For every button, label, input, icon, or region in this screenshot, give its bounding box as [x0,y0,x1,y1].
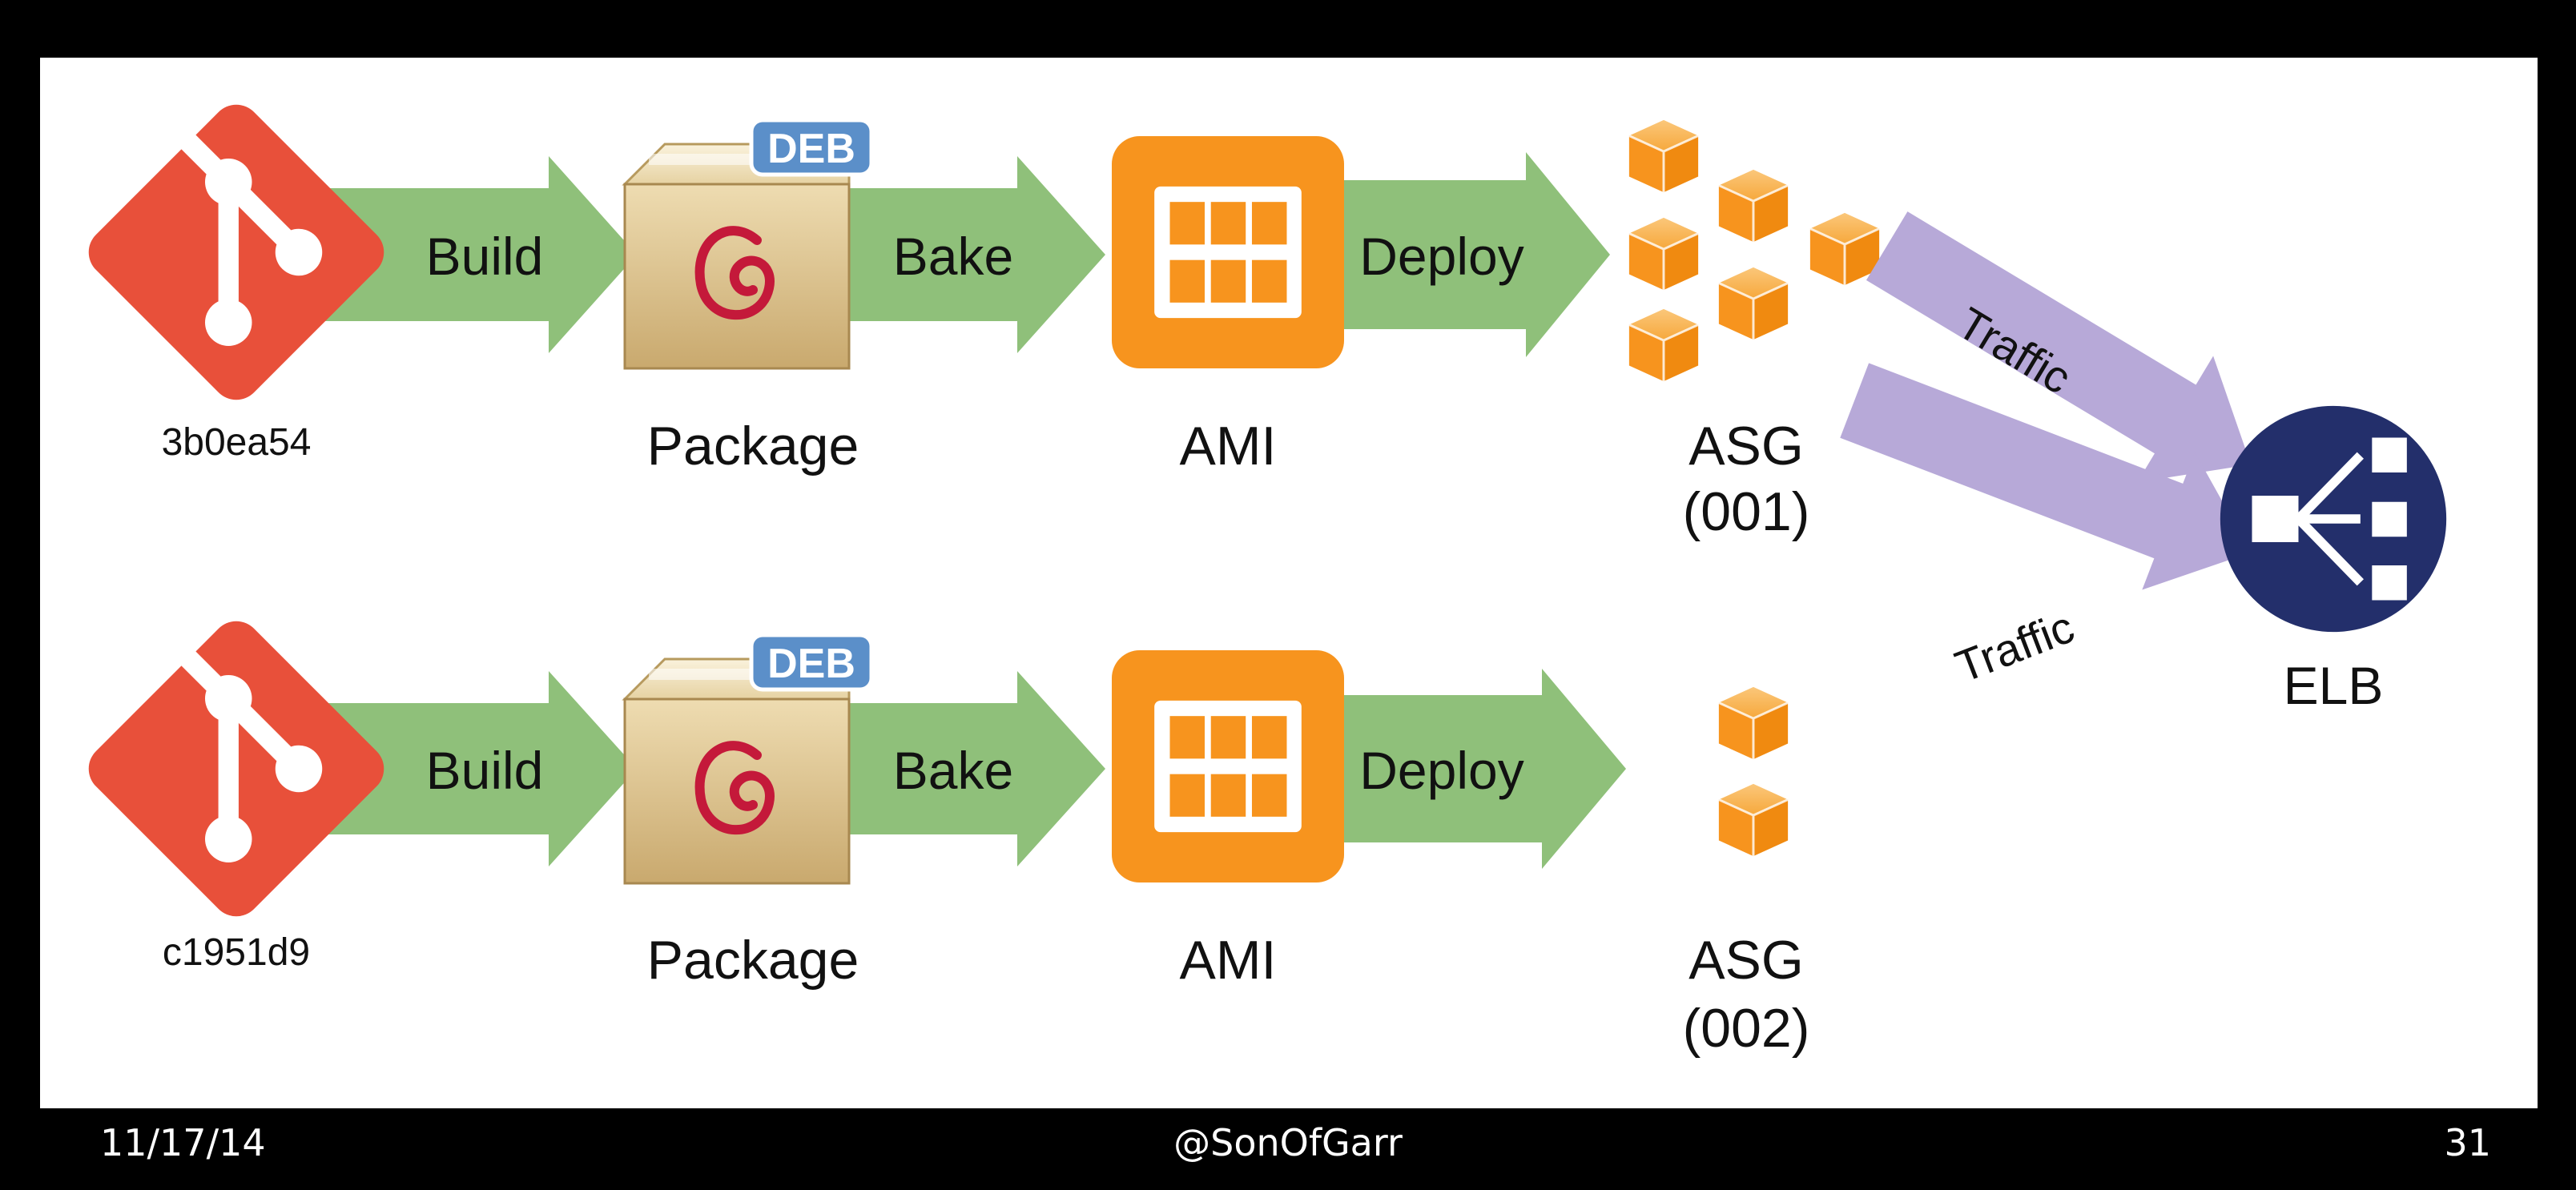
instance-cube-icon [1628,308,1700,383]
instance-cube-icon [1717,685,1789,761]
ami-icon [1112,136,1344,368]
deploy-arrow [1338,152,1610,357]
pipeline-row-1 [78,94,1881,410]
deploy-label: Deploy [1359,227,1524,286]
package-label: Package [646,930,859,991]
traffic-arrow-to-001 [1866,211,2251,483]
build-label: Build [425,227,544,286]
deb-badge [749,118,874,177]
instance-cube-icon [1628,119,1700,194]
ami-label: AMI [1179,930,1277,991]
ami-icon [1112,650,1344,882]
asg-label: ASG [1688,930,1804,991]
build-label: Build [425,741,544,800]
footer-page-number: 31 [2444,1121,2491,1164]
deb-badge-label: DEB [767,126,855,172]
asg-id: (001) [1682,481,1810,542]
bake-label: Bake [892,741,1014,800]
deploy-arrow [1338,669,1626,869]
asg-id: (002) [1682,998,1810,1059]
ami-label: AMI [1179,416,1277,476]
bake-arrow [845,671,1105,866]
asg-001-instances [1628,119,1881,383]
pipeline-row-2 [78,611,1789,927]
package-box-icon [625,118,874,368]
footer-date: 11/17/14 [100,1121,266,1164]
commit-hash: 3b0ea54 [161,421,312,464]
deb-badge [749,633,874,692]
instance-cube-icon [1628,216,1700,291]
elb-label: ELB [2283,656,2384,715]
deb-badge-label: DEB [767,641,855,687]
git-icon [78,94,394,410]
build-arrow [312,671,637,866]
package-box-icon [625,633,874,883]
elb-icon [2220,406,2446,632]
package-label: Package [646,416,859,476]
asg-002-instances [1717,685,1789,858]
footer-handle: @SonOfGarr [1173,1121,1403,1164]
instance-cube-icon [1717,782,1789,858]
bake-arrow [845,156,1105,353]
instance-cube-icon [1717,266,1789,341]
deploy-label: Deploy [1359,741,1524,800]
instance-cube-icon [1717,168,1789,243]
asg-label: ASG [1688,416,1804,476]
instance-cube-icon [1809,211,1881,287]
traffic-arrow-to-002 [1840,363,2251,590]
bake-label: Bake [892,227,1014,286]
commit-hash: c1951d9 [162,931,311,974]
build-arrow [312,156,637,353]
git-icon [78,611,394,927]
